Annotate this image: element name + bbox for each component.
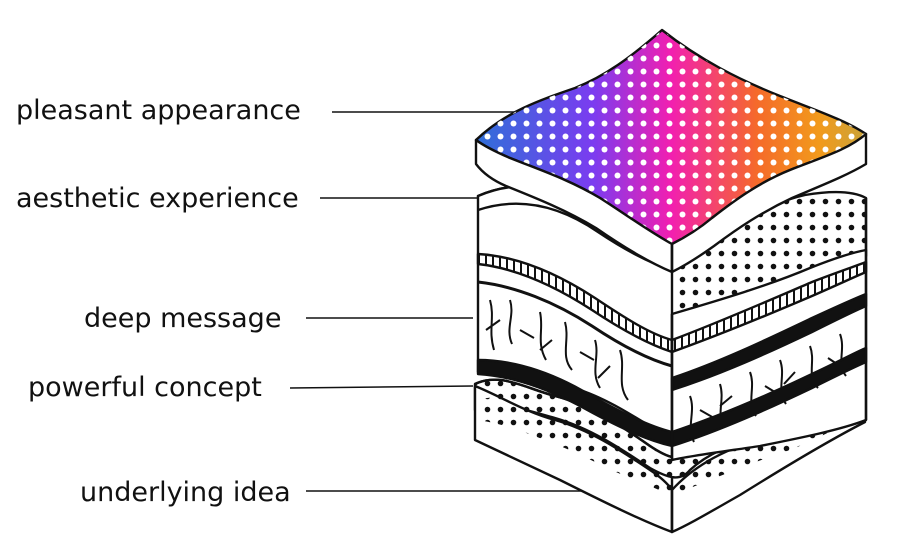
pleasant-appearance-right-face	[670, 132, 868, 274]
leader-line-powerful-concept	[289, 385, 474, 389]
label-powerful-concept: powerful concept	[28, 372, 262, 403]
deep-message-roots-right	[689, 333, 847, 443]
label-pleasant-appearance: pleasant appearance	[16, 95, 301, 126]
label-aesthetic-experience: aesthetic experience	[16, 183, 299, 214]
label-deep-message: deep message	[84, 303, 282, 334]
label-underlying-idea: underlying idea	[80, 477, 291, 508]
underlying-idea-dotted-band	[478, 397, 672, 496]
top-slab	[474, 28, 868, 274]
deep-message-roots-left	[485, 299, 629, 401]
leader-lines	[289, 111, 598, 492]
middle-block	[476, 185, 868, 462]
